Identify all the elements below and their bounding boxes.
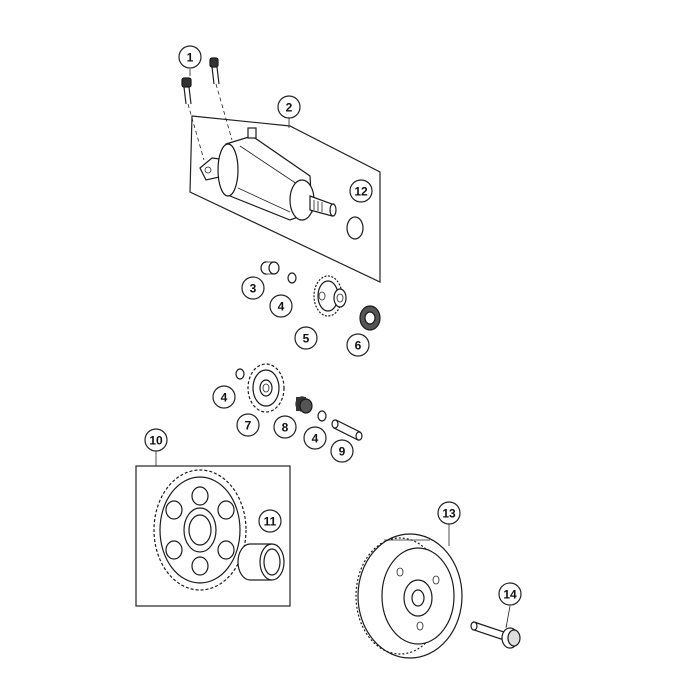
callout-3: 3 [241,276,265,300]
callout-1: 1 [178,45,202,76]
reduction-gear [247,363,285,413]
svg-text:11: 11 [264,515,277,529]
svg-text:4: 4 [278,300,285,314]
flywheel-bolt [470,605,521,649]
callout-8: 8 [273,415,297,439]
callout-12: 12 [349,179,373,203]
callout-2: 2 [277,95,301,119]
washer [235,368,245,380]
svg-text:8: 8 [282,421,289,435]
svg-text:7: 7 [245,419,252,433]
svg-text:2: 2 [286,101,293,115]
svg-text:1: 1 [187,51,194,65]
callout-6: 6 [346,333,370,357]
freewheel-gear [153,469,247,591]
svg-text:13: 13 [442,507,456,521]
washer [287,272,297,284]
svg-text:4: 4 [221,391,228,405]
gear-shaft [331,419,363,441]
svg-text:5: 5 [303,332,310,346]
freewheel-sleeve [237,543,285,581]
svg-text:4: 4 [312,432,319,446]
callout-9: 9 [330,439,354,463]
callout-10: 10 [144,428,168,452]
starter-screw [181,77,205,161]
washer [317,410,327,422]
svg-text:9: 9 [339,445,346,459]
starter-screw [209,57,233,141]
callout-14: 14 [498,582,522,606]
callout-13: 13 [437,501,461,525]
starter-motor-group-frame [189,115,381,283]
needle-bearing [295,396,313,414]
callout-5: 5 [294,326,318,350]
svg-text:14: 14 [503,588,517,602]
intermediate-gear [313,275,347,317]
svg-text:12: 12 [354,185,368,199]
freewheel-group-frame [135,465,291,607]
bushing [260,261,280,275]
flywheel-rotor [355,533,463,659]
svg-text:6: 6 [355,339,362,353]
svg-text:3: 3 [250,282,257,296]
bearing [359,305,381,331]
callout-4: 4 [269,294,293,318]
callout-4: 4 [212,385,236,409]
o-ring [346,216,364,240]
starter-motor [199,127,337,221]
callout-4: 4 [303,426,327,450]
callout-11: 11 [258,509,282,533]
svg-text:10: 10 [149,434,163,448]
callout-7: 7 [236,413,260,437]
